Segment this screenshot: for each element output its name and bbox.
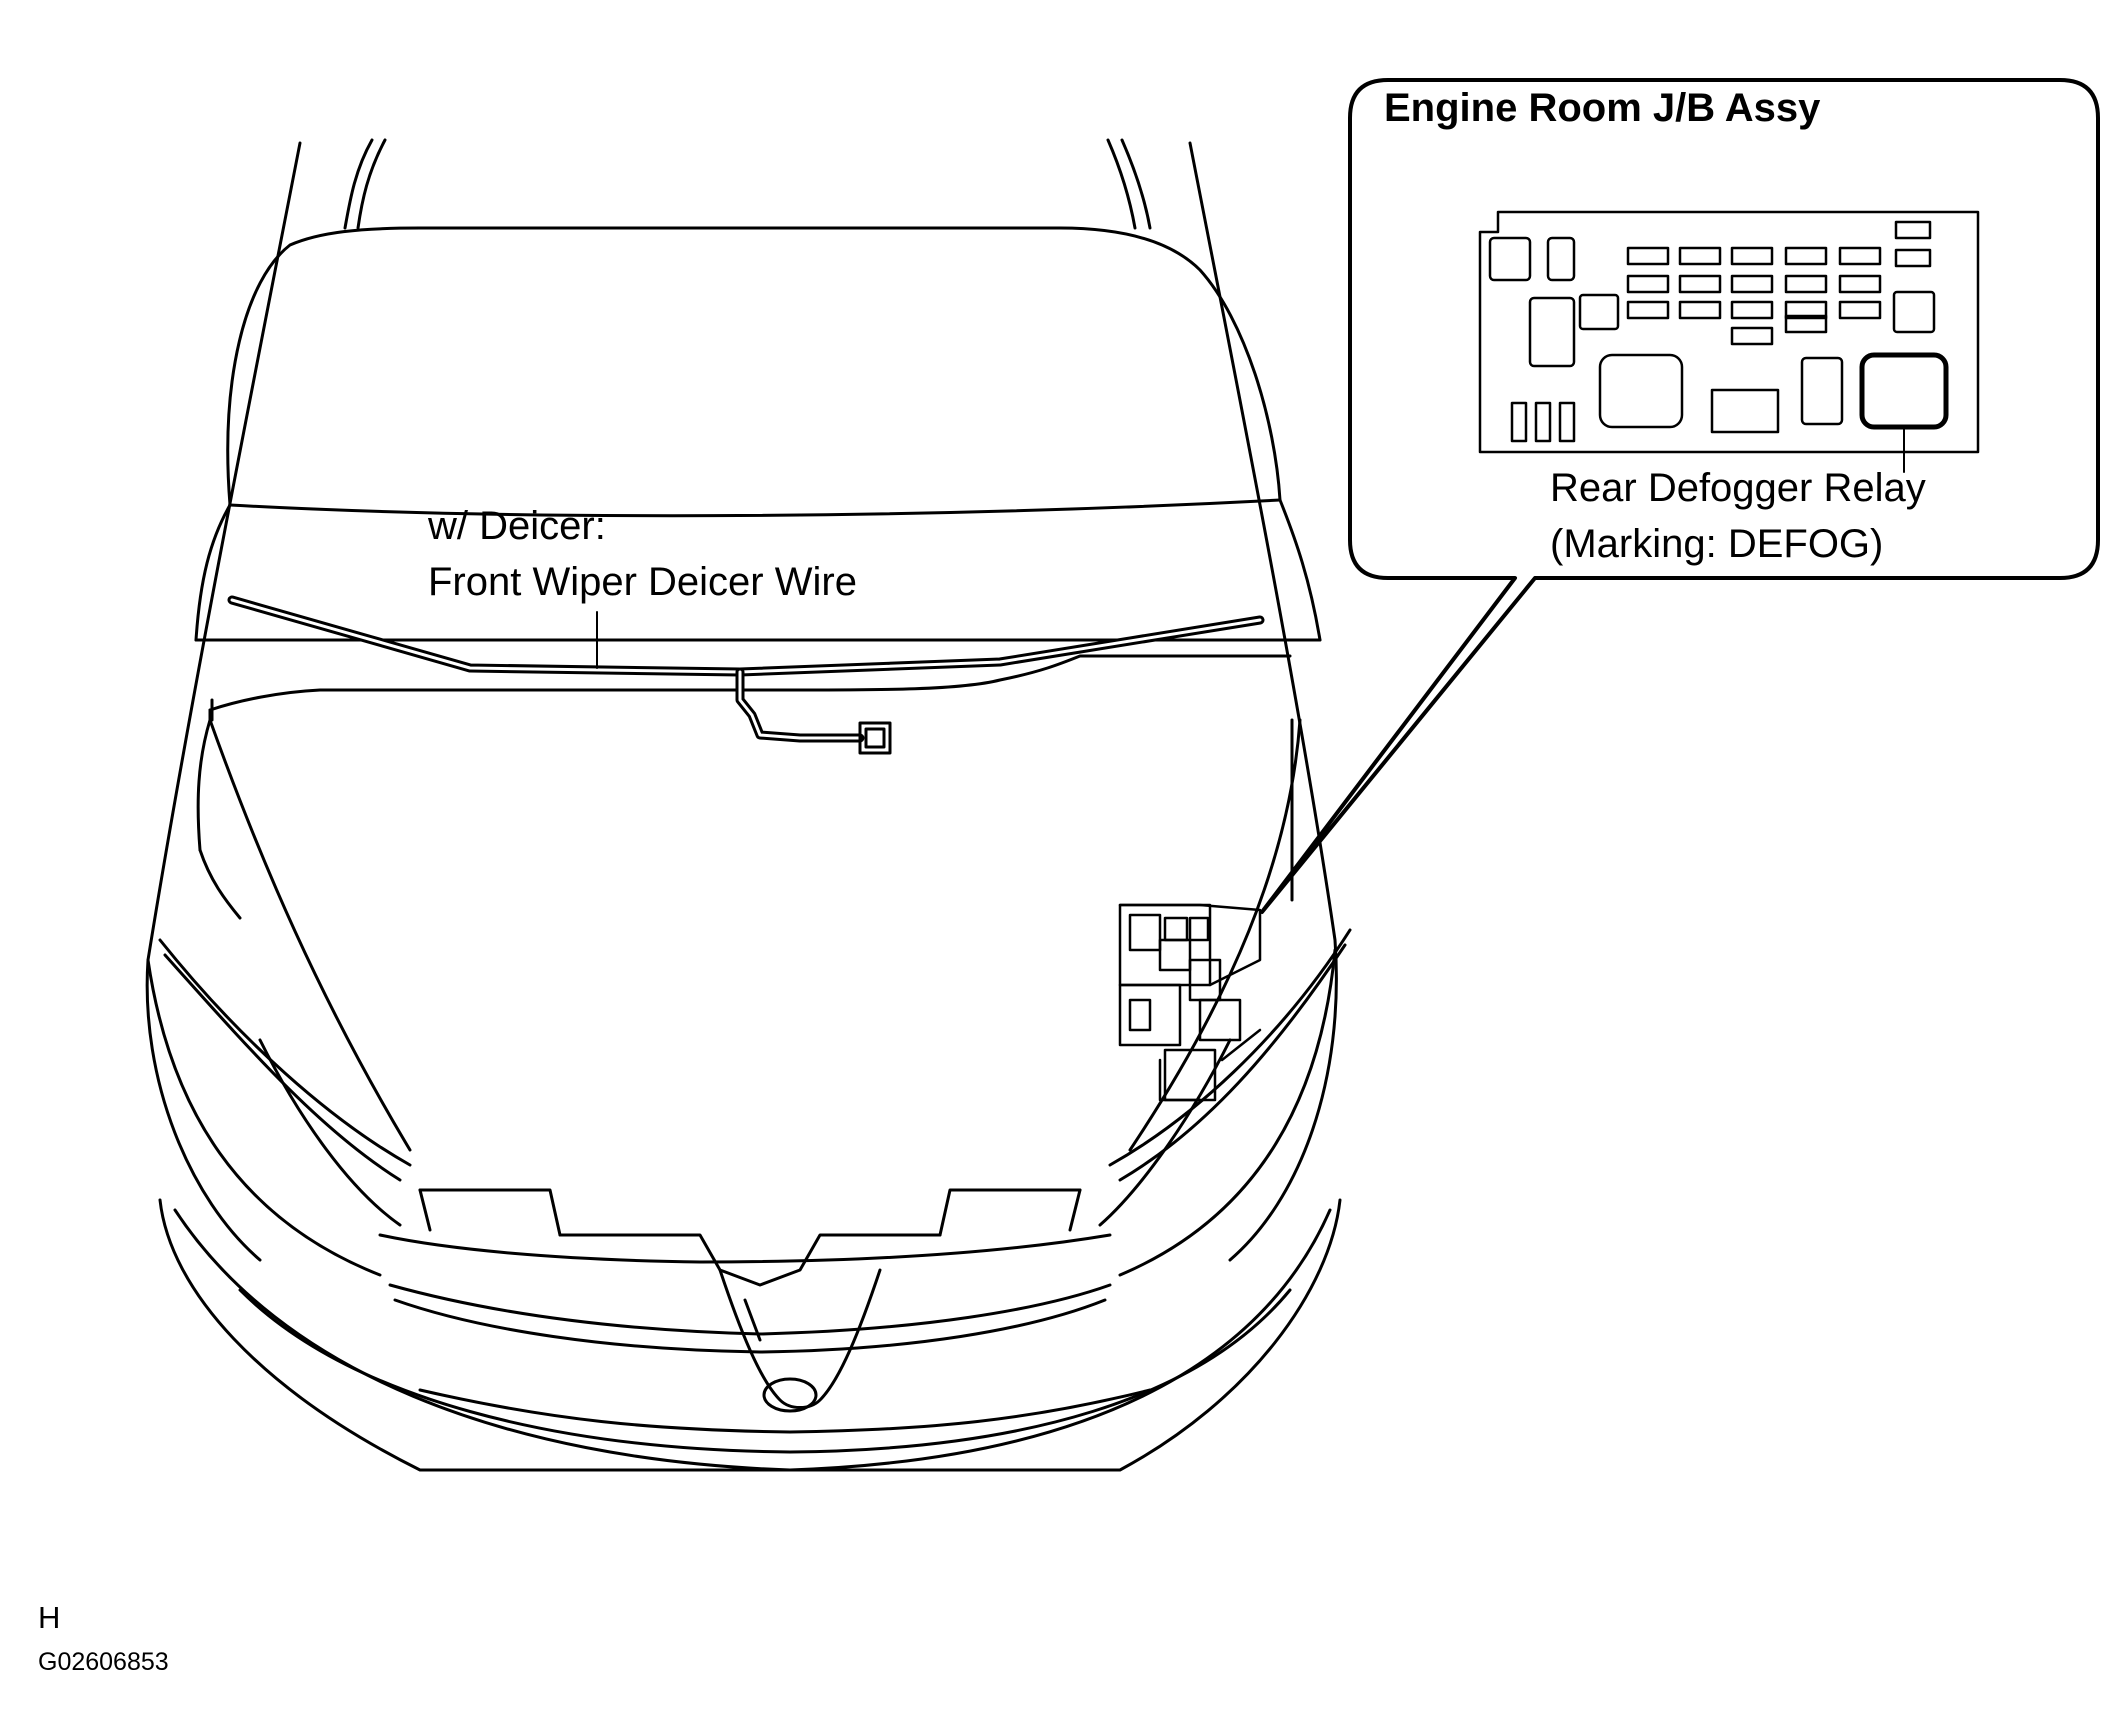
engine-room-jb-on-vehicle <box>1118 903 1262 1102</box>
callout-bubble <box>1260 78 2100 914</box>
figure-code: G02606853 <box>38 1648 169 1676</box>
rear-defogger-relay-label: Rear Defogger Relay <box>1550 466 1926 510</box>
callout-title: Engine Room J/B Assy <box>1384 86 1821 130</box>
relay-marking-label: (Marking: DEFOG) <box>1550 522 1884 566</box>
deicer-condition-label: w/ Deicer: <box>428 504 606 548</box>
deicer-wire-label: Front Wiper Deicer Wire <box>428 560 857 604</box>
small-fuse-grid <box>1626 220 1932 346</box>
front-wiper-deicer-wire <box>227 595 1265 755</box>
vehicle-body <box>145 138 1352 1472</box>
view-code: H <box>38 1600 61 1635</box>
jb-detail-diagram <box>1478 210 1980 473</box>
